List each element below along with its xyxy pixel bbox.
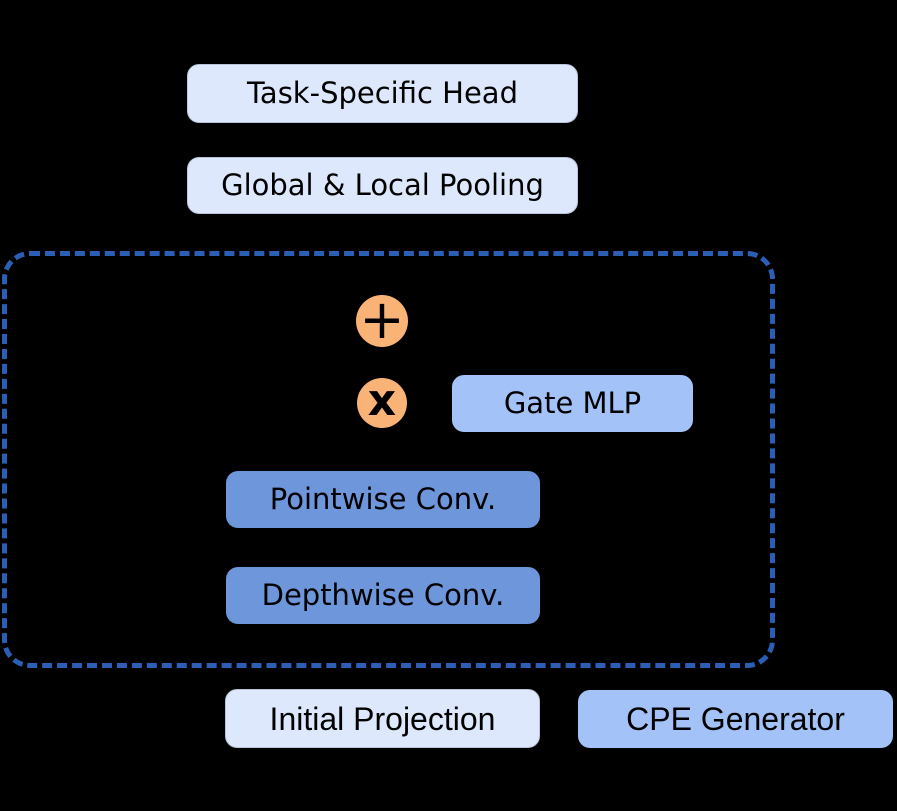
node-global-local-pooling-label: Global & Local Pooling [221, 168, 544, 202]
node-gate-mlp: Gate MLP [452, 375, 693, 432]
node-pointwise-conv: Pointwise Conv. [226, 471, 540, 528]
multiply-operator-icon: x [357, 374, 407, 428]
node-gate-mlp-label: Gate MLP [503, 386, 642, 420]
node-pointwise-conv-label: Pointwise Conv. [269, 482, 497, 516]
node-depthwise-conv: Depthwise Conv. [226, 567, 540, 624]
multiply-operator-symbol: x [367, 374, 397, 426]
add-operator-symbol: + [359, 287, 405, 351]
node-cpe-generator-label: CPE Generator [626, 701, 845, 737]
node-task-specific-head-label: Task-Specific Head [247, 76, 518, 110]
node-depthwise-conv-label: Depthwise Conv. [261, 578, 505, 612]
node-initial-projection-label: Initial Projection [269, 700, 496, 737]
node-initial-projection: Initial Projection [225, 689, 540, 748]
node-global-local-pooling: Global & Local Pooling [187, 157, 578, 214]
node-cpe-generator: CPE Generator [578, 690, 893, 748]
add-operator-icon: + [356, 288, 408, 351]
node-task-specific-head: Task-Specific Head [187, 64, 578, 123]
encoder-block-outline [2, 251, 775, 668]
